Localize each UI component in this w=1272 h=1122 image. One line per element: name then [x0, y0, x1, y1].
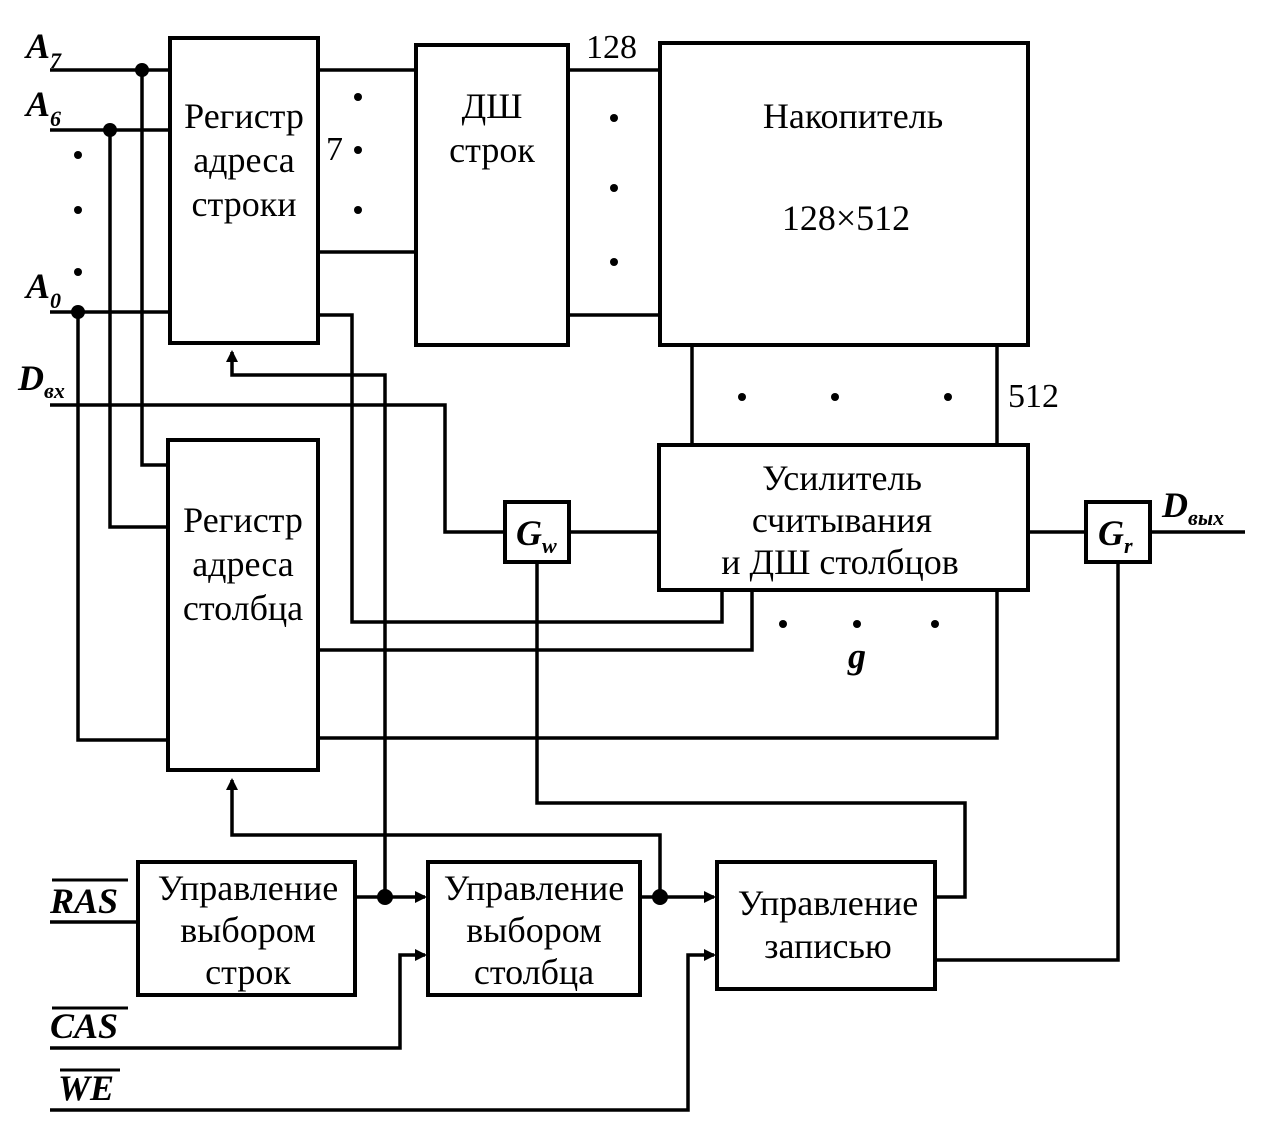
svg-text:выбором: выбором [180, 910, 316, 950]
svg-text:Gw: Gw [516, 513, 557, 558]
bus-label-128: 128 [586, 29, 637, 66]
ellipsis-dots [74, 93, 952, 628]
svg-text:адреса: адреса [193, 140, 295, 180]
signal-we: WE [58, 1068, 114, 1108]
write-control: Управление записью [715, 860, 937, 991]
svg-text:записью: записью [764, 926, 892, 966]
svg-text:столбца: столбца [474, 952, 594, 992]
signal-dout: Dвых [1161, 485, 1224, 530]
svg-text:строк: строк [205, 952, 291, 992]
svg-text:и ДШ столбцов: и ДШ столбцов [721, 542, 958, 582]
row-select-control: Управление выбором строк [136, 860, 357, 997]
svg-text:столбца: столбца [183, 588, 303, 628]
junction-a6 [103, 123, 117, 137]
read-buffer-gr: Gr [1084, 500, 1152, 564]
row-address-register: Регистр адреса строки [168, 36, 320, 345]
junction-ras [377, 889, 393, 905]
junction-a7 [135, 63, 149, 77]
column-select-control: Управление выбором столбца [426, 860, 642, 997]
svg-text:Регистр: Регистр [184, 96, 304, 136]
row-decoder: ДШ строк [414, 43, 570, 347]
signal-a0: A0 [24, 266, 61, 313]
svg-text:адреса: адреса [192, 544, 294, 584]
svg-text:считывания: считывания [752, 500, 932, 540]
svg-text:Усилитель: Усилитель [762, 458, 922, 498]
svg-text:Накопитель: Накопитель [763, 96, 943, 136]
junction-a0 [71, 305, 85, 319]
svg-text:Управление: Управление [444, 868, 625, 908]
svg-text:128×512: 128×512 [782, 198, 910, 238]
svg-text:строки: строки [192, 184, 297, 224]
sense-amplifier-column-decoder: Усилитель считывания и ДШ столбцов [657, 443, 1030, 592]
wires [50, 68, 1245, 1112]
write-buffer-gw: Gw [503, 500, 571, 564]
storage-array: Накопитель 128×512 [658, 41, 1030, 347]
column-address-register: Регистр адреса столбца [166, 438, 320, 772]
signal-a7: A7 [24, 26, 62, 73]
signal-a6: A6 [24, 84, 61, 131]
bus-label-g: g [847, 636, 866, 676]
signal-ras: RAS [49, 881, 118, 921]
svg-text:Регистр: Регистр [183, 500, 303, 540]
signal-din: Dвх [17, 358, 65, 403]
signal-cas: CAS [50, 1006, 118, 1046]
svg-text:Управление: Управление [738, 883, 919, 923]
svg-text:Управление: Управление [158, 868, 339, 908]
bus-label-7: 7 [326, 131, 343, 168]
svg-text:Gr: Gr [1098, 513, 1133, 558]
svg-text:строк: строк [449, 130, 535, 170]
svg-text:ДШ: ДШ [462, 86, 523, 126]
svg-text:выбором: выбором [466, 910, 602, 950]
junction-cas [652, 889, 668, 905]
bus-label-512: 512 [1008, 378, 1059, 415]
